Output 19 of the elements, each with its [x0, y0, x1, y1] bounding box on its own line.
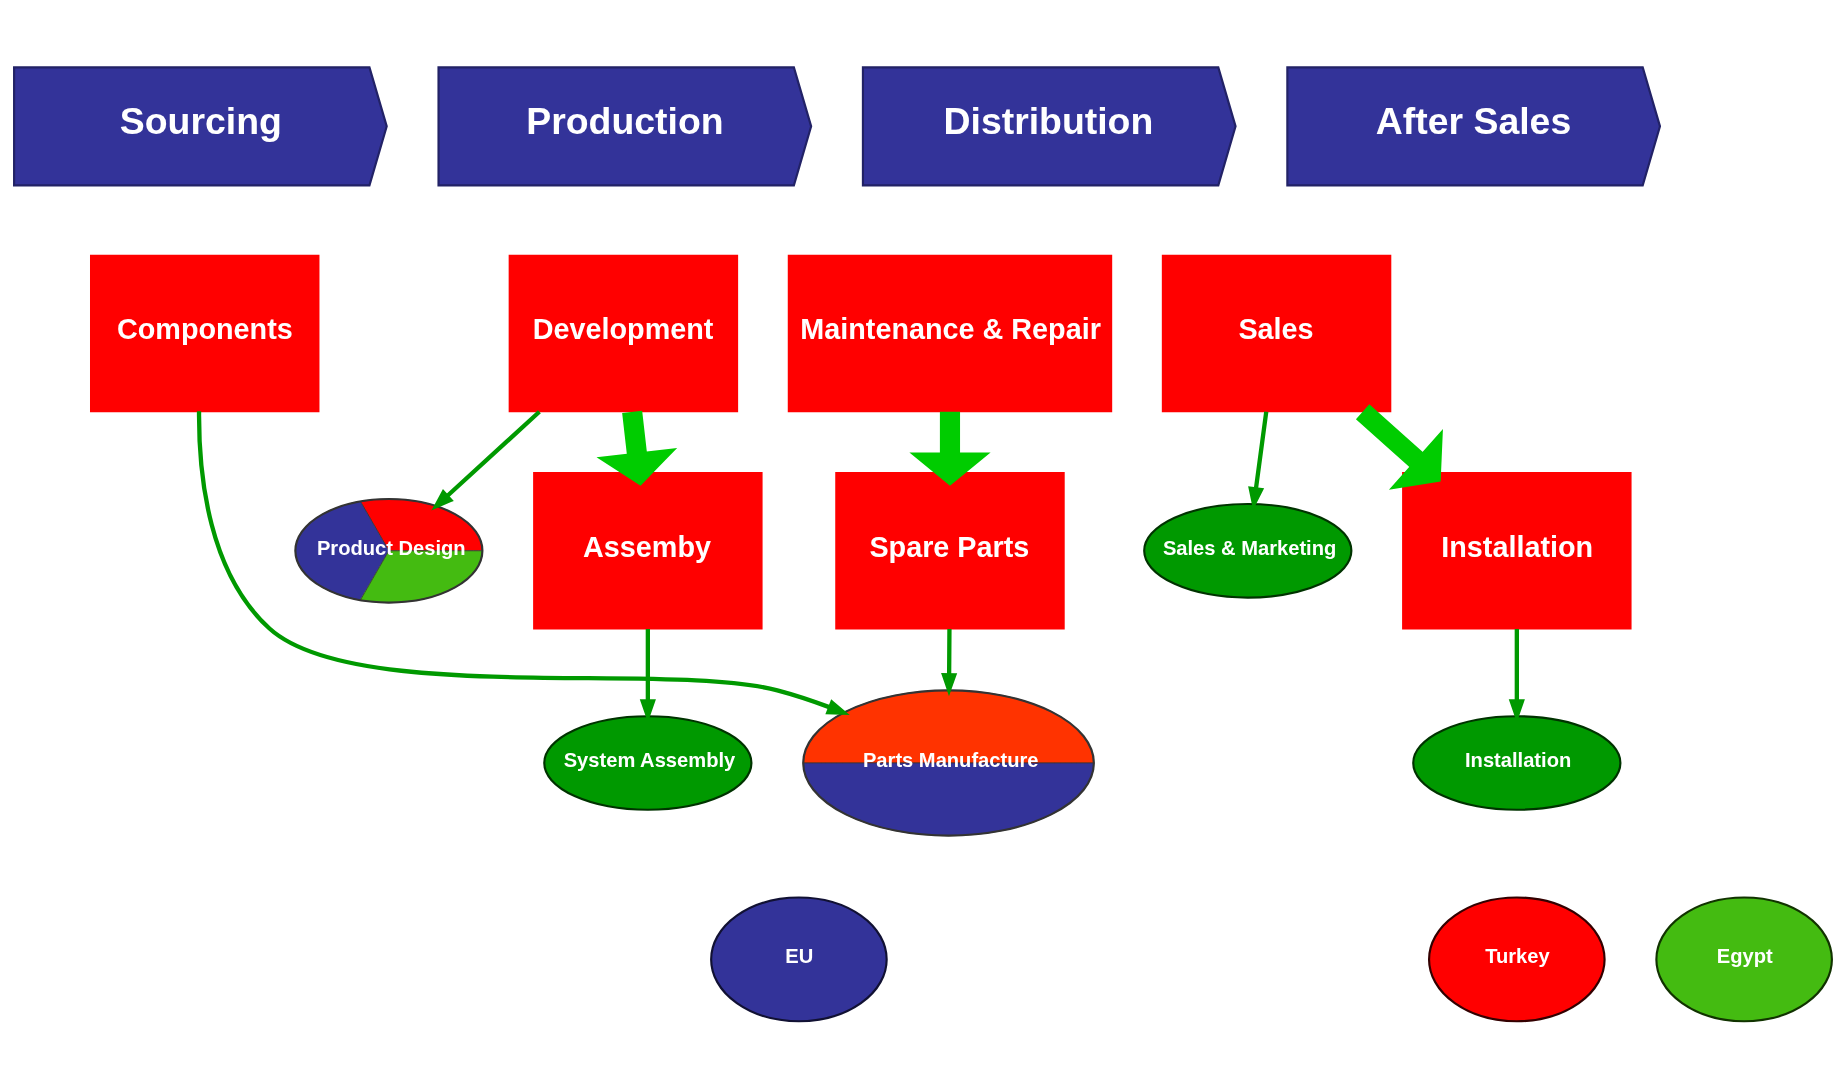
node-ellipse: Turkey [1428, 895, 1606, 1022]
node-box: Sales [1161, 254, 1392, 412]
node-ellipse: Installation [1412, 714, 1622, 811]
node-ellipse: System Assembly [543, 714, 753, 811]
node-box: Maintenance & Repair [787, 254, 1113, 412]
node-box: Development [508, 254, 739, 412]
node-box: Assemby [533, 471, 763, 630]
node-ellipse: EU [710, 895, 888, 1022]
arrow [941, 628, 958, 696]
arrow [196, 410, 850, 715]
arrow [909, 411, 991, 486]
arrow [1355, 403, 1443, 490]
node-box: Components [90, 254, 320, 412]
arrow [431, 409, 541, 510]
arrow [596, 410, 678, 486]
node-box: Spare Parts [835, 471, 1065, 630]
node-ellipse: Egypt [1655, 895, 1833, 1022]
node-box: Installation [1402, 471, 1632, 630]
node-ellipse: Sales & Marketing [1143, 502, 1353, 599]
